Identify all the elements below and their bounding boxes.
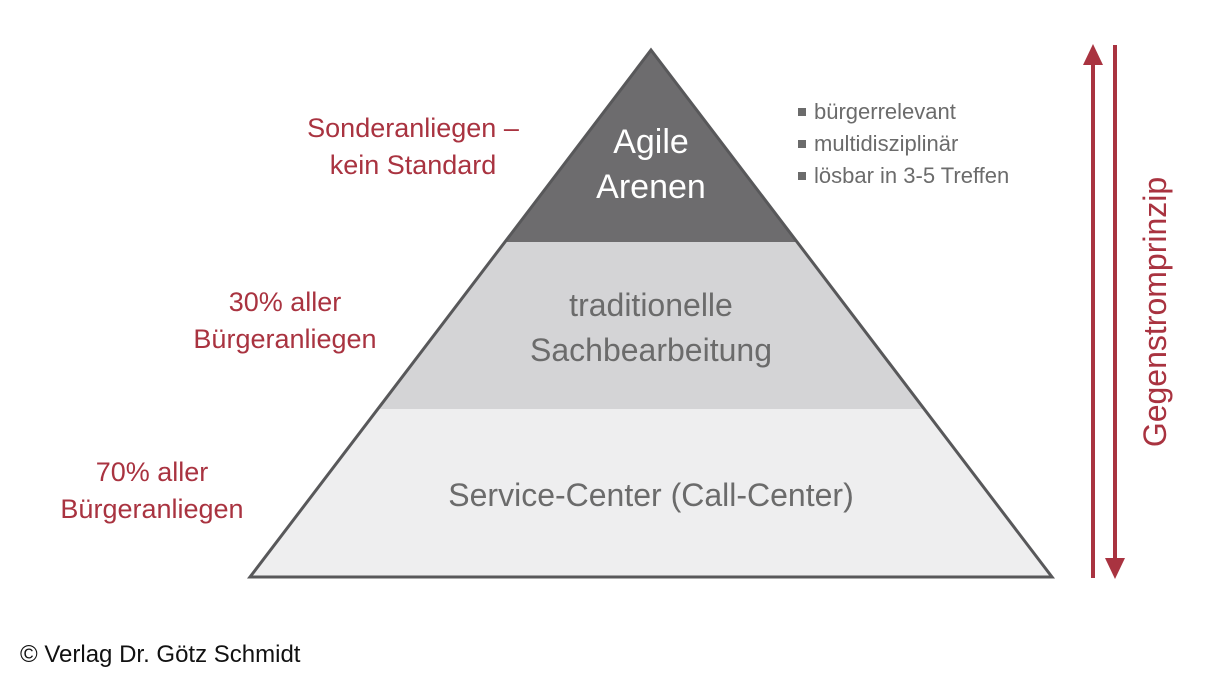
bullet-square-icon bbox=[798, 172, 806, 180]
bullet-text: multidisziplinär bbox=[814, 131, 959, 156]
gegenstromprinzip-label: Gegenstromprinzip bbox=[1137, 176, 1173, 448]
tier-top-label: Agile Arenen bbox=[596, 123, 706, 206]
bullet-item: lösbar in 3-5 Treffen bbox=[798, 160, 1009, 192]
bullet-square-icon bbox=[798, 108, 806, 116]
tier-top-shape bbox=[505, 50, 797, 242]
tier-bottom-shape bbox=[250, 409, 1052, 577]
tier-middle-label: traditionelle Sachbearbeitung bbox=[530, 287, 772, 368]
label-30-percent: 30% aller Bürgeranliegen bbox=[193, 287, 377, 354]
bullet-text: bürgerrelevant bbox=[814, 99, 956, 124]
tier-middle-shape bbox=[378, 242, 924, 409]
down-arrowhead-icon bbox=[1105, 558, 1125, 579]
bullet-item: multidisziplinär bbox=[798, 128, 1009, 160]
label-70-percent: 70% aller Bürgeranliegen bbox=[60, 457, 244, 524]
bullet-text: lösbar in 3-5 Treffen bbox=[814, 163, 1010, 188]
bullet-list: bürgerrelevant multidisziplinär lösbar i… bbox=[798, 96, 1009, 192]
copyright: © Verlag Dr. Götz Schmidt bbox=[20, 641, 301, 668]
bullet-square-icon bbox=[798, 140, 806, 148]
pyramid-outline bbox=[246, 47, 1056, 579]
tier-bottom-label: Service-Center (Call-Center) bbox=[448, 477, 854, 513]
bullet-item: bürgerrelevant bbox=[798, 96, 1009, 128]
label-sonderanliegen: Sonderanliegen – kein Standard bbox=[307, 113, 519, 180]
up-arrowhead-icon bbox=[1083, 44, 1103, 65]
